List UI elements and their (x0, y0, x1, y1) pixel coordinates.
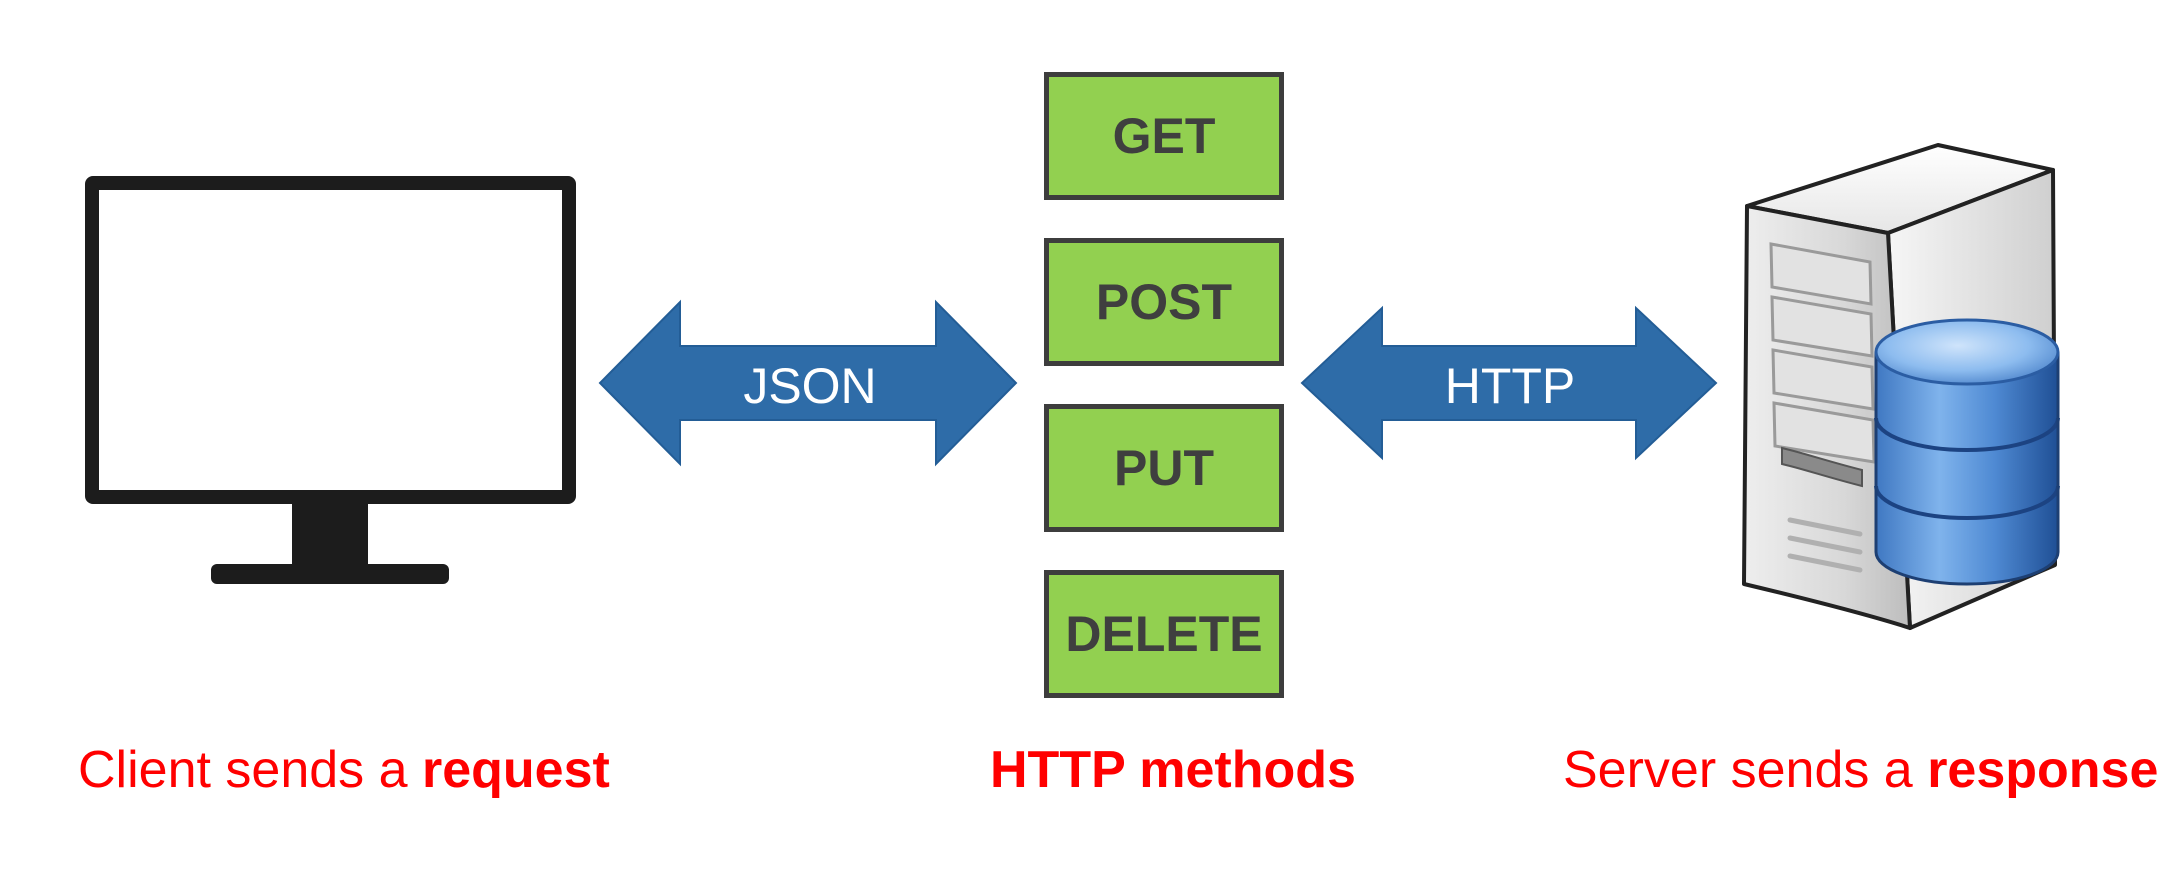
method-delete: DELETE (1044, 570, 1284, 698)
json-arrow (598, 299, 1018, 467)
http-arrow (1300, 305, 1718, 461)
client-caption: Client sends a request (78, 735, 610, 805)
server-caption-bold: response (1927, 741, 2159, 799)
client-caption-prefix: Client sends a (78, 741, 422, 799)
client-caption-bold: request (421, 741, 610, 799)
server-caption-prefix: Server sends a (1563, 741, 1928, 799)
json-label: JSON (743, 358, 877, 414)
method-get: GET (1044, 72, 1284, 200)
monitor-icon (85, 176, 576, 584)
methods-caption: HTTP methods (990, 741, 1356, 799)
server-caption: Server sends a response (1563, 735, 2158, 805)
http-label: HTTP (1444, 358, 1576, 414)
method-post: POST (1044, 238, 1284, 366)
method-put: PUT (1044, 404, 1284, 532)
